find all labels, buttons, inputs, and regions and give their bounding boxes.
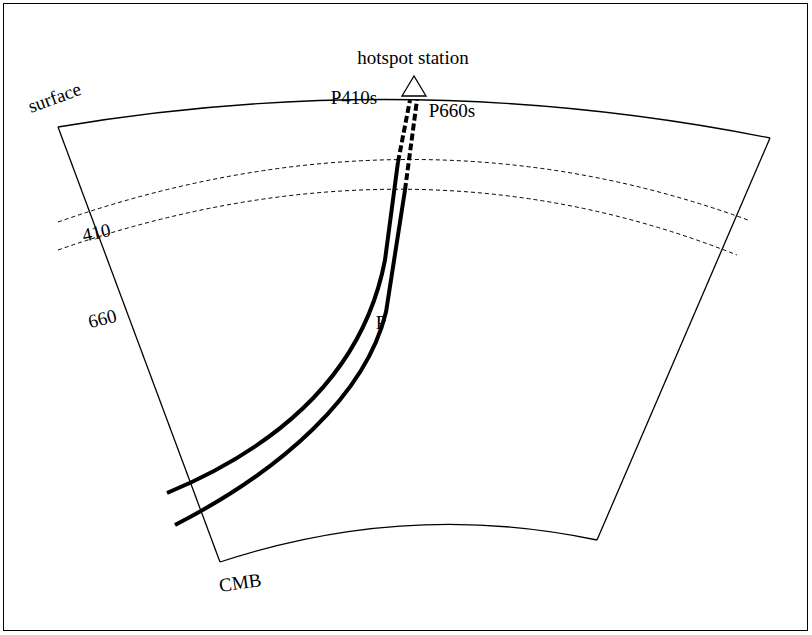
station-triangle bbox=[402, 76, 426, 96]
s-ray bbox=[405, 100, 417, 190]
label-text: 410 bbox=[80, 219, 112, 245]
label-text: P410s bbox=[331, 87, 377, 108]
text-label: surface bbox=[25, 79, 83, 116]
text-label: P660s bbox=[429, 101, 475, 120]
text-label: P410s bbox=[331, 88, 377, 107]
cmb-arc bbox=[220, 524, 597, 562]
p-ray bbox=[175, 190, 405, 525]
label-text: 660 bbox=[86, 304, 119, 331]
label-text: surface bbox=[25, 78, 84, 116]
s-ray bbox=[398, 100, 410, 162]
wedge-side bbox=[597, 138, 770, 540]
text-label: 410 bbox=[80, 220, 112, 245]
frame bbox=[4, 4, 808, 631]
text-label: hotspot station bbox=[357, 48, 468, 67]
text-label: CMB bbox=[218, 570, 262, 595]
p-ray bbox=[167, 162, 398, 493]
text-label: 660 bbox=[86, 305, 118, 330]
label-text: CMB bbox=[218, 569, 263, 596]
label-text: hotspot station bbox=[357, 47, 468, 68]
wedge-side bbox=[58, 127, 220, 562]
text-label: P bbox=[376, 313, 387, 332]
label-text: P660s bbox=[429, 100, 475, 121]
label-text: P bbox=[376, 312, 387, 333]
